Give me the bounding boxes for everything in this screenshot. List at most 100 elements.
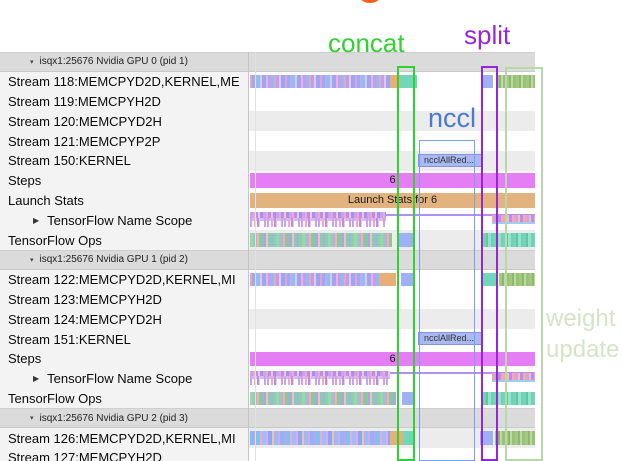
row-label-cell: Stream 121:MEMCPYP2P	[0, 131, 248, 151]
row-label-cell: Stream 118:MEMCPYD2D,KERNEL,ME	[0, 71, 248, 92]
timeline-track[interactable]	[248, 91, 535, 112]
trace-events-dense[interactable]	[250, 391, 396, 406]
timeline-track[interactable]	[248, 111, 535, 132]
timeline-row: Stream 120:MEMCPYD2H	[0, 111, 622, 132]
annotation-weight-update-label: weight update	[546, 305, 620, 363]
tf-name-scope-flame[interactable]	[250, 212, 386, 218]
timeline-row: Stream 122:MEMCPYD2D,KERNEL,MI	[0, 269, 622, 290]
trace-event-bar[interactable]	[482, 74, 493, 89]
timeline-row: TensorFlow Ops	[0, 388, 622, 409]
gpu-section-title: isqx1:25676 Nvidia GPU 2 (pid 3)	[39, 412, 188, 424]
row-label-cell: Stream 150:KERNEL	[0, 151, 248, 171]
gpu-section-header[interactable]: ▾ isqx1:25676 Nvidia GPU 1 (pid 2)	[0, 250, 535, 270]
row-label: Launch Stats	[8, 192, 84, 208]
trace-event-bar[interactable]	[390, 74, 400, 89]
gpu-section-row: ▾ isqx1:25676 Nvidia GPU 1 (pid 2)	[0, 250, 622, 270]
row-label: Stream 119:MEMCPYH2D	[8, 93, 161, 109]
tf-name-scope-line[interactable]	[390, 372, 535, 375]
trace-events-dense[interactable]	[250, 233, 392, 247]
row-label-cell: Stream 126:MEMCPYD2D,KERNEL,MI	[0, 428, 248, 448]
row-label: Stream 121:MEMCPYP2P	[8, 133, 161, 149]
steps-bar[interactable]: 6	[250, 173, 535, 188]
trace-event-bar[interactable]	[402, 391, 415, 406]
trace-event-bar[interactable]	[401, 272, 415, 287]
tf-name-scope-flame-drips[interactable]	[250, 217, 386, 227]
annotation-weight-update-box	[505, 67, 543, 461]
row-label-cell: Launch Stats	[0, 190, 248, 211]
annotation-nccl-label: nccl	[428, 103, 477, 133]
timeline-row: Stream 126:MEMCPYD2D,KERNEL,MI	[0, 428, 622, 448]
gpu-section-title: isqx1:25676 Nvidia GPU 1 (pid 2)	[39, 254, 188, 266]
tf-name-scope-line[interactable]	[386, 213, 535, 216]
gridline	[255, 52, 256, 461]
trace-event-bar[interactable]	[483, 272, 498, 287]
tf-name-scope-flame-drips[interactable]	[250, 376, 390, 386]
trace-event-bar[interactable]	[403, 431, 414, 445]
gpu-section-header[interactable]: ▾ isqx1:25676 Nvidia GPU 2 (pid 3)	[0, 408, 535, 429]
row-label-cell: ▶ TensorFlow Name Scope	[0, 368, 248, 389]
trace-events-dense[interactable]	[250, 74, 390, 89]
gpu-section-row: ▾ isqx1:25676 Nvidia GPU 2 (pid 3)	[0, 408, 622, 429]
row-label: TensorFlow Name Scope	[47, 212, 193, 228]
timeline-track[interactable]	[248, 131, 535, 151]
row-label: Steps	[8, 351, 42, 367]
gpu-section-title: isqx1:25676 Nvidia GPU 0 (pid 1)	[39, 56, 188, 68]
timeline-row: Stream 127:MEMCPYH2D	[0, 448, 622, 461]
row-label: Stream 123:MEMCPYH2D	[8, 291, 162, 307]
trace-events-dense[interactable]	[250, 431, 390, 445]
tf-name-scope-mini-events[interactable]	[492, 373, 535, 383]
annotation-split-box	[481, 66, 498, 461]
trace-event-bar[interactable]	[480, 431, 493, 445]
steps-bar[interactable]: 6	[250, 351, 535, 366]
collapse-arrow-icon[interactable]: ▾	[30, 256, 34, 264]
row-label-cell: Stream 120:MEMCPYD2H	[0, 111, 248, 132]
row-label-cell: Stream 123:MEMCPYH2D	[0, 289, 248, 310]
expand-arrow-icon[interactable]: ▶	[33, 374, 40, 384]
timeline-row: ▶ TensorFlow Name Scope	[0, 368, 622, 389]
row-label: Stream 120:MEMCPYD2H	[8, 113, 162, 129]
trace-event-bar[interactable]	[399, 233, 413, 247]
row-label-cell: Steps	[0, 349, 248, 369]
annotation-nccl-box	[419, 140, 475, 461]
timeline-track[interactable]	[248, 309, 535, 330]
timeline-row: Steps 6	[0, 349, 622, 369]
annotation-concat-box	[397, 66, 415, 461]
row-label: Stream 151:KERNEL	[8, 331, 131, 347]
row-label-cell: Stream 127:MEMCPYH2D	[0, 448, 248, 461]
row-label-cell: Stream 119:MEMCPYH2D	[0, 91, 248, 112]
trace-events-green[interactable]	[499, 272, 535, 287]
row-label: TensorFlow Ops	[8, 232, 102, 248]
tf-name-scope-mini-events[interactable]	[492, 214, 535, 224]
collapse-arrow-icon[interactable]: ▾	[30, 415, 34, 423]
row-label-cell: TensorFlow Ops	[0, 388, 248, 409]
row-label-cell: TensorFlow Ops	[0, 230, 248, 250]
tf-name-scope-flame[interactable]	[250, 370, 390, 377]
nccl-allreduce-bar[interactable]: ncclAllRed...	[418, 154, 482, 167]
row-label: Stream 127:MEMCPYH2D	[8, 450, 162, 461]
row-label-cell: Stream 122:MEMCPYD2D,KERNEL,MI	[0, 269, 248, 290]
annotation-split-label: split	[464, 20, 511, 50]
row-label-cell: Steps	[0, 170, 248, 191]
trace-event-bar[interactable]	[400, 74, 417, 89]
trace-event-bar[interactable]	[390, 431, 403, 445]
cutoff-text-fragment	[361, 0, 379, 3]
collapse-arrow-icon[interactable]: ▾	[30, 58, 34, 66]
trace-event-bar[interactable]	[380, 272, 396, 287]
row-label: TensorFlow Name Scope	[47, 371, 193, 387]
expand-arrow-icon[interactable]: ▶	[33, 215, 40, 225]
trace-events-dense[interactable]	[250, 272, 380, 287]
annotation-concat-label: concat	[328, 28, 405, 58]
timeline-track[interactable]	[248, 289, 535, 310]
sidebar-divider[interactable]	[248, 52, 249, 461]
row-label-cell: Stream 124:MEMCPYD2H	[0, 309, 248, 330]
gpu-section-header[interactable]: ▾ isqx1:25676 Nvidia GPU 0 (pid 1)	[0, 52, 535, 72]
timeline-track[interactable]	[248, 448, 535, 461]
timeline-row: Stream 119:MEMCPYH2D	[0, 91, 622, 112]
row-label: Stream 150:KERNEL	[8, 153, 131, 169]
row-label: Stream 122:MEMCPYD2D,KERNEL,MI	[8, 272, 236, 288]
timeline-row: ▶ TensorFlow Name Scope	[0, 210, 622, 231]
